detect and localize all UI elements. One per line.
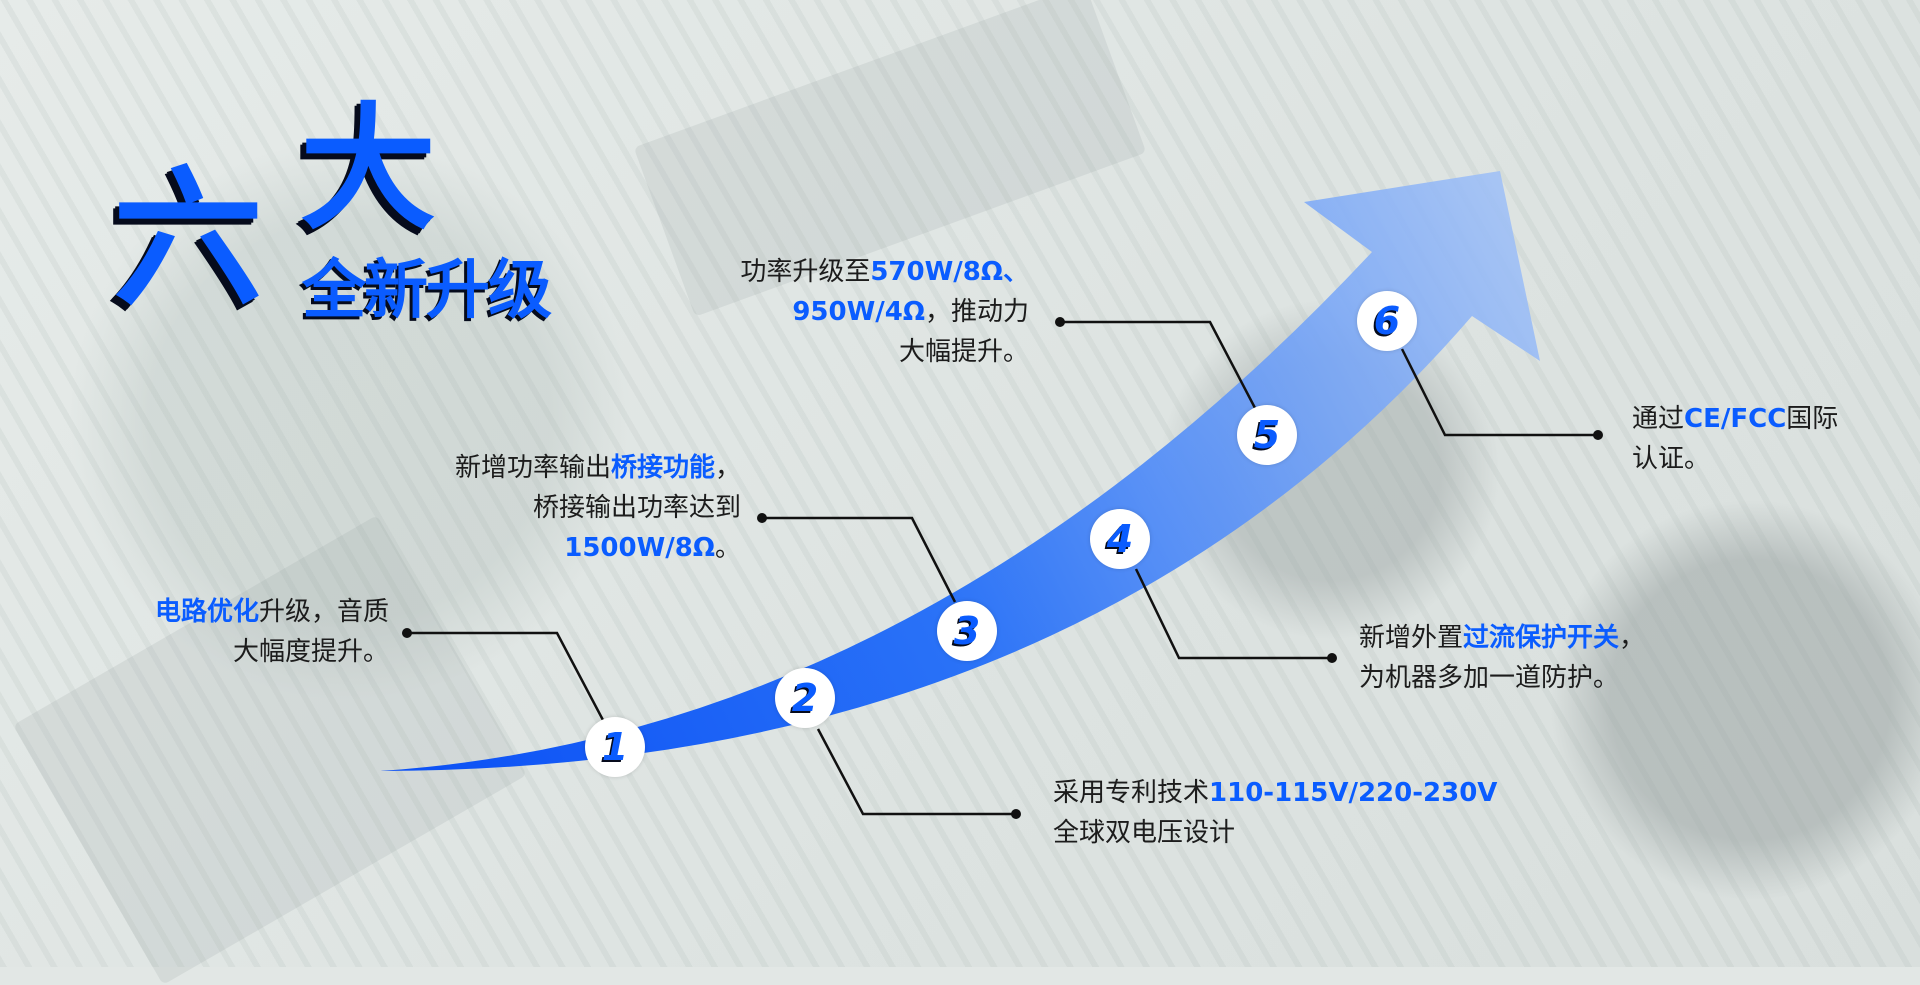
text-line: 新增功率输出桥接功能，: [455, 448, 741, 488]
step-text-4: 新增外置过流保护开关， 为机器多加一道防护。: [1359, 618, 1645, 698]
leader-dot-5: [1055, 317, 1065, 327]
text: ，: [714, 453, 741, 483]
step-number-2: 2: [775, 668, 835, 728]
leader-dot-2: [1011, 809, 1021, 819]
text-line: 电路优化升级，音质: [155, 592, 389, 632]
text-line: 采用专利技术110-115V/220-230V: [1053, 773, 1497, 813]
text: 大幅提升。: [898, 337, 1029, 367]
title-char-six: 六: [113, 153, 264, 327]
text: ，: [1619, 623, 1646, 653]
highlight: CE/FCC: [1684, 404, 1787, 434]
leader-dot-6: [1593, 430, 1603, 440]
highlight: 桥接功能: [610, 453, 715, 483]
leader-dot-3: [757, 513, 767, 523]
leader-line-1: [407, 631, 606, 723]
title-subtitle: 全新升级: [302, 254, 552, 328]
text: 大幅度提升。: [232, 637, 389, 667]
leader-line-2: [816, 728, 1016, 816]
text: 采用专利技术: [1053, 778, 1210, 808]
step-text-2: 采用专利技术110-115V/220-230V 全球双电压设计: [1053, 773, 1497, 853]
text-line: 通过CE/FCC国际: [1632, 399, 1838, 439]
text: 桥接输出功率达到: [532, 493, 741, 523]
text-line: 功率升级至570W/8Ω、: [740, 252, 1029, 292]
highlight: 570W/8Ω、: [870, 257, 1029, 287]
text-line: 1500W/8Ω。: [455, 528, 741, 568]
text: 新增功率输出: [454, 453, 611, 483]
highlight: 过流保护开关: [1463, 623, 1620, 653]
text: 通过: [1632, 404, 1685, 434]
step-text-3: 新增功率输出桥接功能， 桥接输出功率达到 1500W/8Ω。: [455, 448, 741, 568]
text-line: 新增外置过流保护开关，: [1359, 618, 1645, 658]
highlight: 电路优化: [154, 597, 259, 627]
title-char-big: 大: [300, 91, 436, 249]
highlight: 950W/4Ω: [792, 297, 925, 327]
text-line: 950W/4Ω，推动力: [740, 292, 1029, 332]
text: 全球双电压设计: [1053, 818, 1236, 848]
leader-line-5: [1060, 320, 1257, 409]
text: 认证。: [1632, 444, 1711, 474]
step-text-5: 功率升级至570W/8Ω、 950W/4Ω，推动力 大幅提升。: [740, 252, 1029, 372]
highlight: 1500W/8Ω: [564, 533, 715, 563]
leader-line-6: [1400, 348, 1598, 437]
leader-dot-1: [402, 628, 412, 638]
text: 升级，音质: [258, 597, 389, 627]
step-text-6: 通过CE/FCC国际 认证。: [1632, 399, 1838, 479]
highlight: 110-115V/220-230V: [1209, 778, 1498, 808]
step-number-1: 1: [585, 717, 645, 777]
step-number-6: 6: [1357, 291, 1417, 351]
leader-lines: [407, 320, 1598, 816]
leader-line-3: [762, 516, 957, 603]
step-number-3: 3: [937, 601, 997, 661]
text: 国际: [1786, 404, 1839, 434]
text: 新增外置: [1359, 623, 1464, 653]
step-number-5: 5: [1237, 405, 1297, 465]
leader-line-4: [1134, 568, 1332, 660]
text: 为机器多加一道防护。: [1359, 663, 1620, 693]
leader-dot-4: [1327, 653, 1337, 663]
step-text-1: 电路优化升级，音质 大幅度提升。: [155, 592, 389, 672]
step-number-4: 4: [1090, 509, 1150, 569]
text: 功率升级至: [740, 257, 871, 287]
text: 。: [714, 533, 741, 563]
leader-dots: [402, 317, 1603, 819]
text: ，推动力: [924, 297, 1029, 327]
